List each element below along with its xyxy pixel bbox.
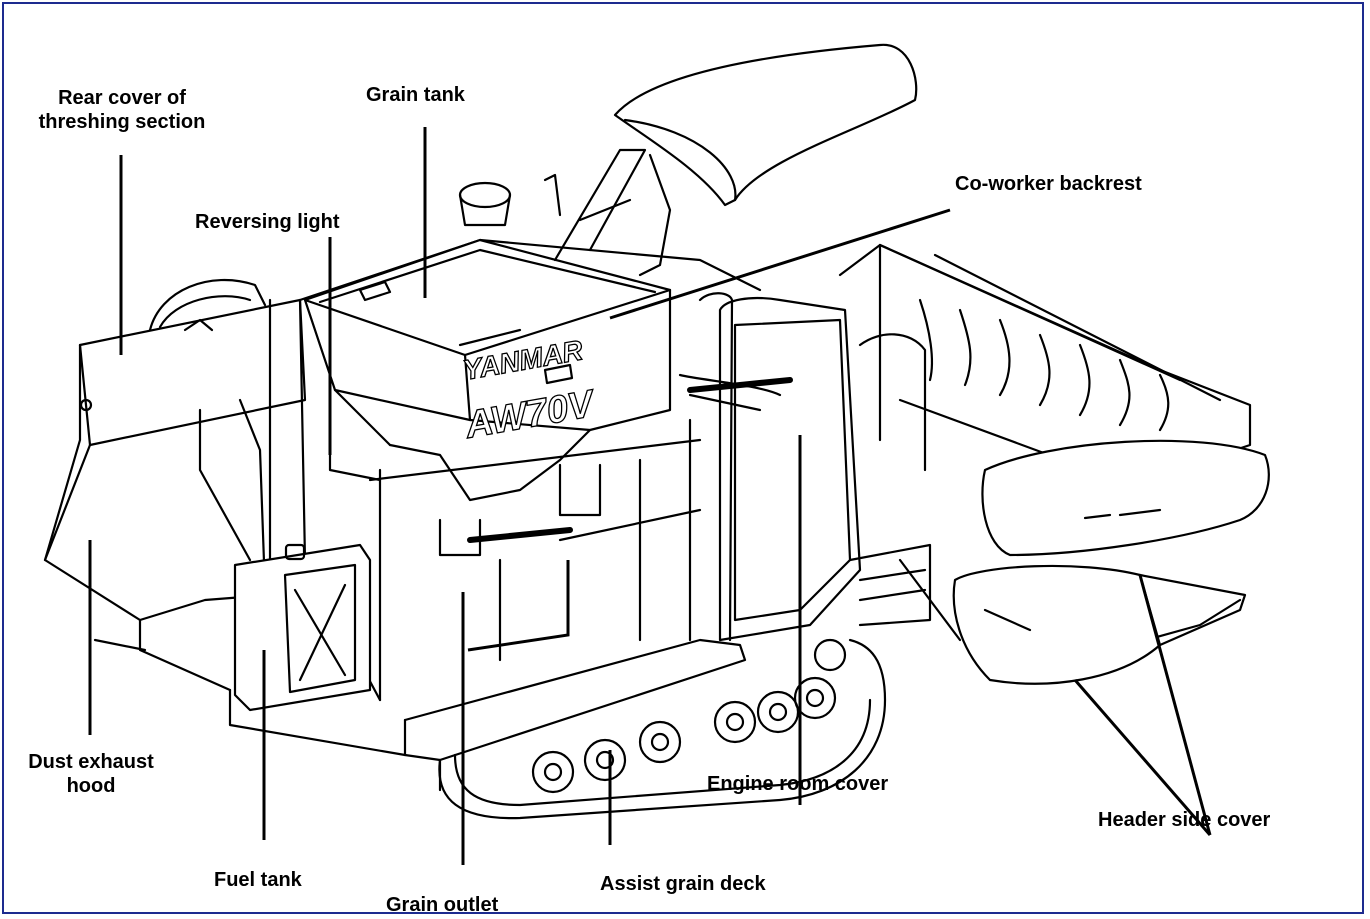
label-dust-exhaust-line1: Dust exhaust [28, 751, 154, 773]
label-grain-tank: Grain tank [366, 84, 465, 106]
label-dust-exhaust-line2: hood [66, 775, 116, 797]
grain-tank-drawing [303, 238, 672, 557]
label-rear-cover-line2: threshing section [38, 111, 206, 133]
label-rear-cover-threshing-section: Rear cover of threshing section [5, 86, 239, 134]
engine-room-cover-drawing [678, 292, 932, 642]
label-reversing-light: Reversing light [195, 211, 340, 233]
threshing-section [43, 278, 307, 692]
handrail-pipe [687, 377, 793, 393]
label-dust-exhaust-hood: Dust exhaust hood [6, 750, 176, 798]
label-coworker-backrest: Co-worker backrest [955, 173, 1142, 195]
fuel-tank-drawing [233, 543, 372, 712]
model-lettering: AW70V [461, 383, 599, 447]
header-side-covers-drawing [952, 439, 1270, 685]
label-header-side-cover: Header side cover [1098, 809, 1271, 831]
grain-outlet-pipe [467, 527, 573, 543]
label-fuel-tank: Fuel tank [214, 869, 302, 891]
header-drawing [838, 243, 1252, 652]
label-engine-room-cover: Engine room cover [707, 773, 889, 795]
label-grain-outlet: Grain outlet [386, 894, 499, 916]
air-cleaner [458, 173, 562, 227]
canopy-roof [553, 43, 918, 277]
label-assist-grain-deck: Assist grain deck [600, 873, 766, 895]
label-rear-cover-line1: Rear cover of [58, 87, 186, 109]
leader-lines [88, 127, 1212, 865]
